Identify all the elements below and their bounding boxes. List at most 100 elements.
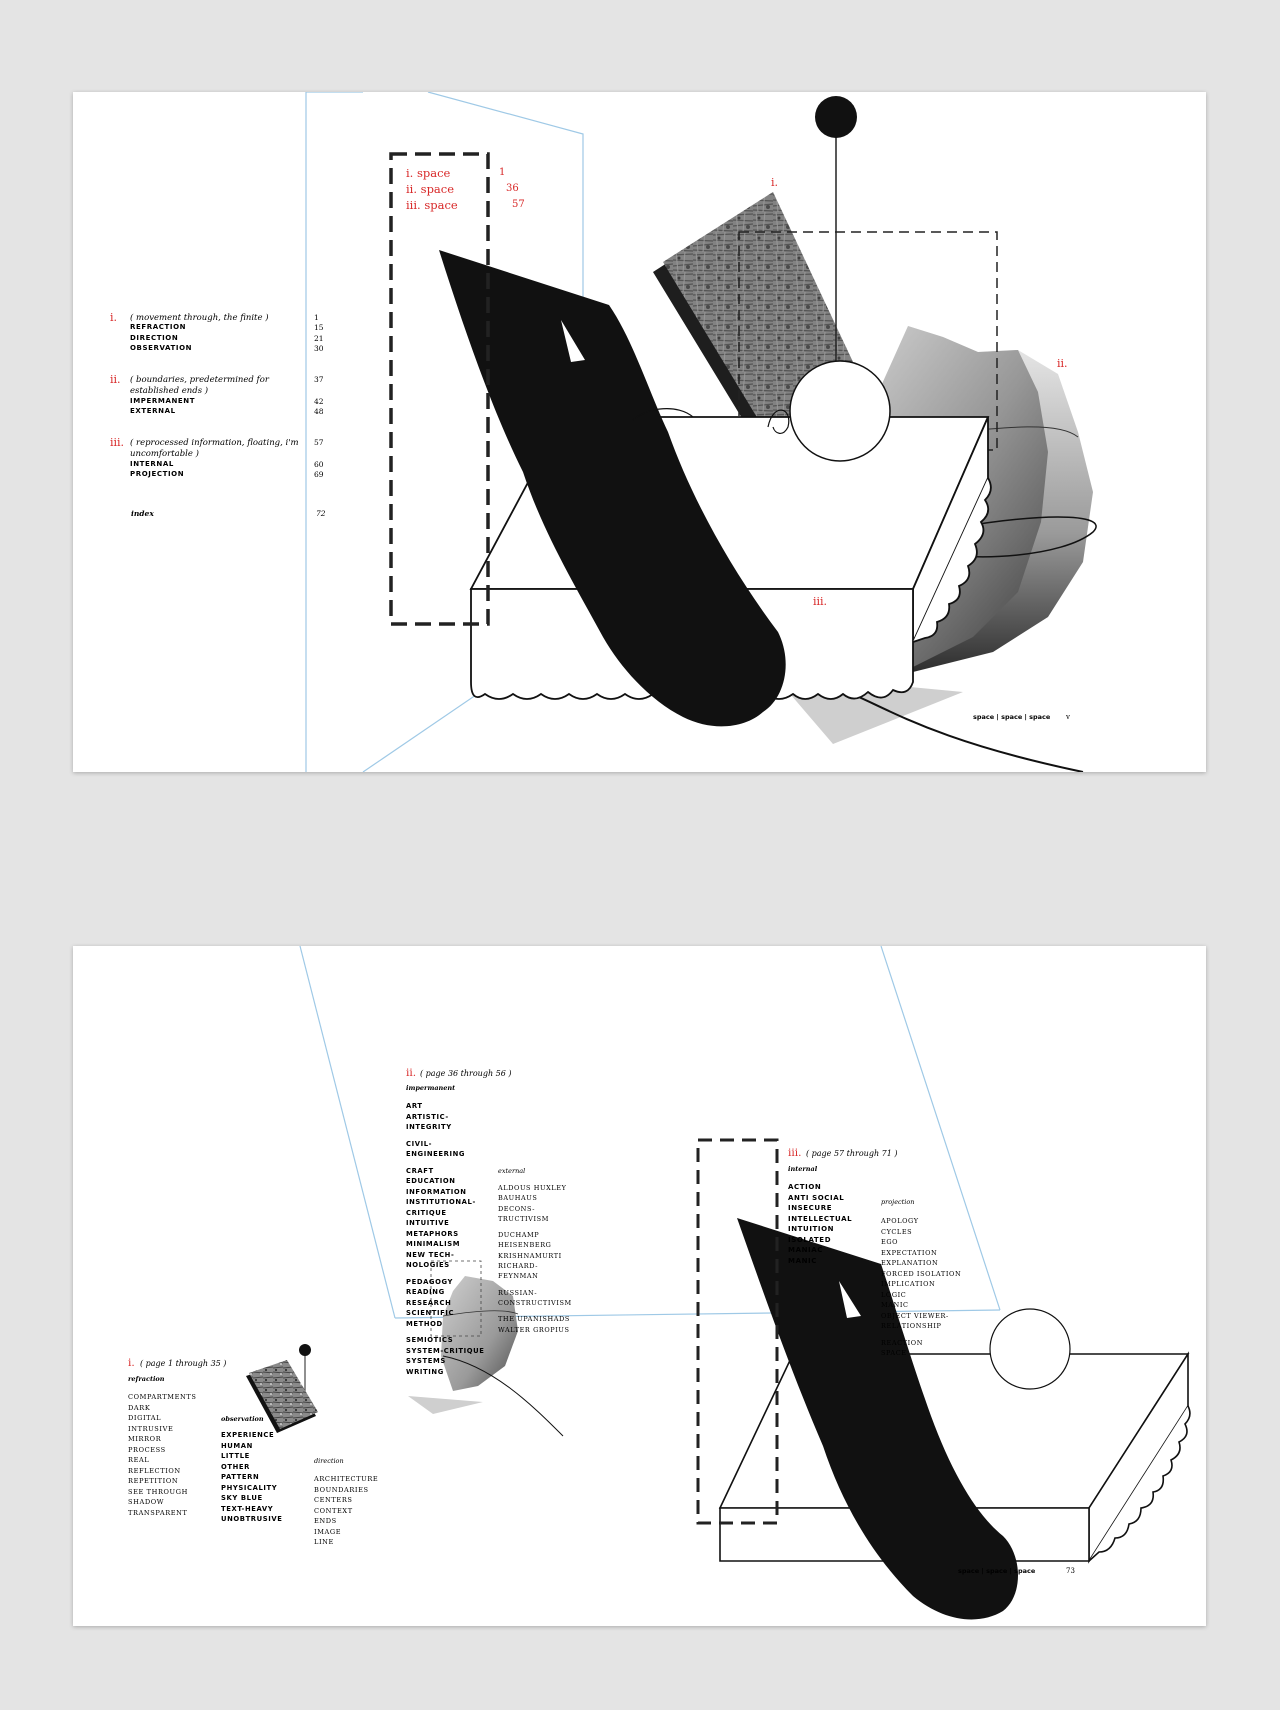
- index-term[interactable]: CRITIQUE: [406, 1208, 447, 1217]
- toc-item[interactable]: DIRECTION: [130, 334, 179, 342]
- index-term[interactable]: REPETITION: [128, 1477, 179, 1485]
- index-term[interactable]: SEMIOTICS: [406, 1336, 454, 1344]
- index-term[interactable]: REAL: [128, 1456, 150, 1464]
- index-term[interactable]: NOLOGIES: [406, 1261, 450, 1269]
- index-term[interactable]: UNOBTRUSIVE: [221, 1515, 283, 1523]
- index-term[interactable]: METHOD: [406, 1319, 443, 1328]
- index-term[interactable]: INTRUSIVE: [128, 1424, 174, 1433]
- toc-item[interactable]: INTERNAL: [130, 460, 174, 468]
- toc-item-page: 21: [314, 334, 324, 343]
- toc-box-label-2[interactable]: ii. space: [406, 182, 455, 196]
- index-term[interactable]: PHYSICALITY: [221, 1483, 278, 1492]
- index-term[interactable]: ENGINEERING: [406, 1150, 466, 1158]
- index-term[interactable]: MANIC: [881, 1301, 909, 1309]
- index-term[interactable]: METAPHORS: [406, 1229, 459, 1238]
- index-term[interactable]: FEYNMAN: [498, 1272, 539, 1281]
- index-term[interactable]: DARK: [128, 1403, 151, 1412]
- index-term[interactable]: INFORMATION: [406, 1187, 467, 1196]
- index-term[interactable]: HEISENBERG: [498, 1241, 552, 1250]
- index-term[interactable]: TRUCTIVISM: [498, 1214, 549, 1223]
- index-term[interactable]: EDUCATION: [406, 1177, 456, 1185]
- index-numeral-iii: iii.: [788, 1147, 802, 1159]
- index-term[interactable]: SCIENTIFIC: [406, 1309, 455, 1317]
- toc-box-label-1[interactable]: i. space: [406, 166, 451, 180]
- toc-box-label-3[interactable]: iii. space: [406, 198, 458, 212]
- index-term[interactable]: BOUNDARIES: [314, 1485, 369, 1494]
- index-term[interactable]: LINE: [314, 1538, 334, 1546]
- index-term[interactable]: LOGIC: [881, 1290, 907, 1299]
- index-term[interactable]: IMPLICATION: [881, 1280, 936, 1288]
- index-term[interactable]: INTEGRITY: [406, 1123, 452, 1131]
- toc-item[interactable]: EXTERNAL: [130, 407, 176, 415]
- index-term[interactable]: PEDAGOGY: [406, 1277, 454, 1286]
- internal-list: ACTION ANTI SOCIAL INSECURE INTELLECTUAL…: [788, 1182, 852, 1266]
- index-term[interactable]: CRAFT: [406, 1166, 434, 1175]
- index-term[interactable]: SEE THROUGH: [128, 1487, 188, 1496]
- toc-item[interactable]: IMPERMANENT: [130, 397, 196, 405]
- index-term[interactable]: CIVIL-: [406, 1139, 433, 1148]
- index-term[interactable]: RUSSIAN-: [498, 1288, 538, 1297]
- index-term[interactable]: SKY BLUE: [221, 1494, 263, 1502]
- index-term[interactable]: LITTLE: [221, 1452, 250, 1460]
- index-term[interactable]: COMPARTMENTS: [128, 1393, 197, 1401]
- index-term[interactable]: CONSTRUCTIVISM: [498, 1298, 572, 1307]
- index-term[interactable]: ISOLATED: [788, 1235, 832, 1244]
- index-term[interactable]: CONTEXT: [314, 1506, 353, 1515]
- index-term[interactable]: RELATIONSHIP: [881, 1322, 942, 1330]
- toc-item[interactable]: PROJECTION: [130, 470, 185, 478]
- index-term[interactable]: TRANSPARENT: [128, 1508, 188, 1517]
- index-term[interactable]: EXPECTATION: [881, 1248, 938, 1257]
- index-term[interactable]: MANIAC: [788, 1246, 824, 1254]
- index-term[interactable]: ALDOUS HUXLEY: [498, 1184, 567, 1192]
- index-term[interactable]: PATTERN: [221, 1473, 260, 1481]
- index-term[interactable]: OTHER: [221, 1462, 250, 1471]
- index-term[interactable]: KRISHNAMURTI: [498, 1251, 562, 1260]
- index-term[interactable]: PROCESS: [128, 1445, 166, 1454]
- index-term[interactable]: ARTISTIC-: [406, 1112, 449, 1121]
- index-term[interactable]: SYSTEM-CRITIQUE: [406, 1346, 485, 1355]
- index-term[interactable]: MINIMALISM: [406, 1240, 461, 1248]
- index-term[interactable]: HUMAN: [221, 1441, 253, 1450]
- index-term[interactable]: ACTION: [788, 1183, 822, 1191]
- index-term[interactable]: OBJECT VIEWER-: [881, 1311, 949, 1320]
- index-term[interactable]: INTELLECTUAL: [788, 1214, 853, 1223]
- index-term[interactable]: MANIC: [788, 1256, 817, 1265]
- index-term[interactable]: WRITING: [406, 1367, 444, 1376]
- index-term[interactable]: ARCHITECTURE: [314, 1475, 379, 1483]
- index-term[interactable]: EXPERIENCE: [221, 1431, 275, 1439]
- index-term[interactable]: FORCED ISOLATION: [881, 1269, 962, 1278]
- index-term[interactable]: WALTER GROPIUS: [498, 1325, 570, 1334]
- index-term[interactable]: INTUITION: [788, 1225, 835, 1233]
- index-term[interactable]: SHADOW: [128, 1498, 165, 1506]
- index-term[interactable]: APOLOGY: [881, 1217, 919, 1225]
- index-term[interactable]: DUCHAMP: [498, 1231, 540, 1240]
- index-term[interactable]: RESEARCH: [406, 1298, 452, 1307]
- index-term[interactable]: INTUITIVE: [406, 1219, 450, 1227]
- index-term[interactable]: SYSTEMS: [406, 1357, 446, 1365]
- index-term[interactable]: EXPLANATION: [881, 1259, 939, 1267]
- index-term[interactable]: SPACE: [881, 1349, 907, 1357]
- index-term[interactable]: DECONS-: [498, 1204, 536, 1213]
- index-term[interactable]: REFLECTION: [128, 1466, 181, 1475]
- index-term[interactable]: TEXT-HEAVY: [221, 1504, 274, 1513]
- index-term[interactable]: NEW TECH-: [406, 1250, 455, 1259]
- index-term[interactable]: REACTION: [881, 1338, 924, 1347]
- index-term[interactable]: THE UPANISHADS: [498, 1315, 570, 1324]
- index-term[interactable]: CYCLES: [881, 1227, 913, 1236]
- index-term[interactable]: BAUHAUS: [498, 1194, 538, 1203]
- index-term[interactable]: IMAGE: [314, 1527, 342, 1536]
- index-term[interactable]: CENTERS: [314, 1496, 353, 1504]
- index-term[interactable]: EGO: [881, 1238, 899, 1246]
- toc-index-label[interactable]: index: [131, 509, 154, 518]
- index-term[interactable]: INSECURE: [788, 1204, 833, 1212]
- index-term[interactable]: ENDS: [314, 1517, 337, 1525]
- index-term[interactable]: INSTITUTIONAL-: [406, 1198, 476, 1206]
- index-term[interactable]: READING: [406, 1288, 445, 1296]
- index-term[interactable]: ANTI SOCIAL: [788, 1193, 845, 1202]
- toc-item[interactable]: OBSERVATION: [130, 344, 193, 352]
- index-term[interactable]: ART: [406, 1102, 423, 1110]
- toc-item[interactable]: REFRACTION: [130, 323, 187, 331]
- index-term[interactable]: DIGITAL: [128, 1414, 162, 1422]
- index-term[interactable]: RICHARD-: [498, 1262, 539, 1271]
- index-term[interactable]: MIRROR: [128, 1435, 162, 1443]
